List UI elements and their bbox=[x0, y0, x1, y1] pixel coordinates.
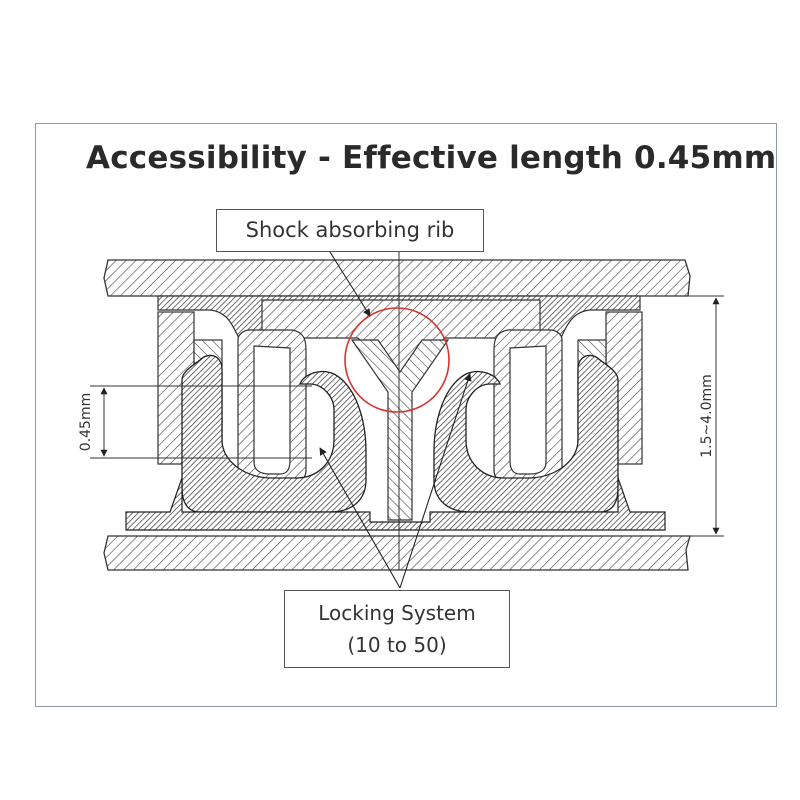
locking-system-callout-box: Locking System (10 to 50) bbox=[284, 590, 510, 668]
left-hook bbox=[237, 329, 307, 491]
left-locking-arm bbox=[181, 354, 367, 513]
rib-highlight-circle bbox=[344, 307, 450, 413]
bottom-plate bbox=[103, 535, 691, 571]
top-plate bbox=[103, 259, 691, 297]
rib-leader bbox=[329, 251, 371, 317]
diagram-title: Accessibility - Effective length 0.45mm bbox=[86, 140, 777, 176]
lock-leader-right bbox=[399, 373, 472, 589]
right-locking-arm bbox=[433, 354, 619, 513]
locking-system-range: (10 to 50) bbox=[347, 633, 447, 657]
shock-absorbing-rib bbox=[350, 339, 450, 521]
lock-leader-left bbox=[319, 447, 401, 589]
rib-callout-box: Shock absorbing rib bbox=[216, 209, 484, 252]
figure-frame bbox=[35, 123, 777, 707]
lower-carrier bbox=[125, 477, 666, 531]
locking-system-label: Locking System bbox=[318, 601, 476, 625]
left-dimension-label: 0.45mm bbox=[78, 393, 94, 451]
right-hook bbox=[493, 329, 563, 491]
right-dimension-label: 1.5~4.0mm bbox=[699, 374, 715, 458]
